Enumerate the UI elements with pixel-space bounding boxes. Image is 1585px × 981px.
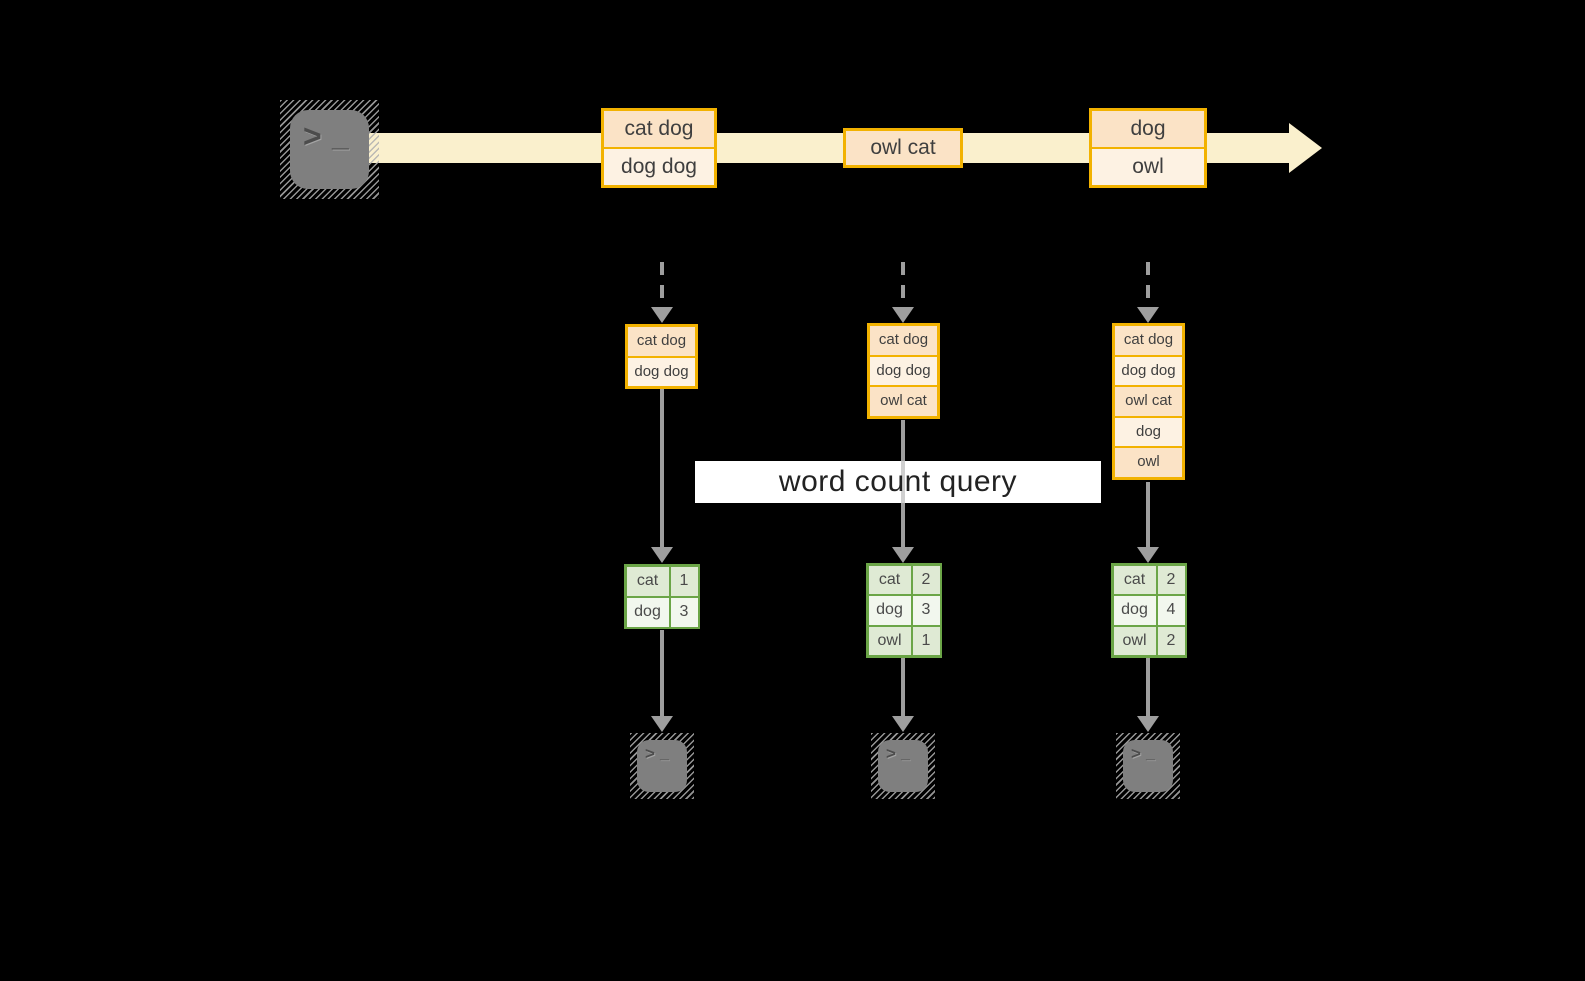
terminal-icon: > _ xyxy=(1116,733,1180,799)
terminal-prompt-glyph: > xyxy=(645,744,655,763)
arrowhead-down-icon xyxy=(892,716,914,732)
event-line: dog xyxy=(1092,111,1204,147)
batch-line: owl cat xyxy=(870,387,937,416)
terminal-body: > _ xyxy=(1123,740,1173,792)
batch-box-3: cat dog dog dog owl cat dog owl xyxy=(1112,323,1185,480)
batch-line: dog xyxy=(1115,417,1182,446)
arrowhead-down-icon xyxy=(1137,307,1159,323)
event-line: owl xyxy=(1092,149,1204,185)
batch-box-1: cat dog dog dog xyxy=(625,324,698,389)
event-line: dog dog xyxy=(604,149,714,185)
count-word: cat xyxy=(868,565,911,594)
arrowhead-down-icon xyxy=(651,307,673,323)
batch-box-2: cat dog dog dog owl cat xyxy=(867,323,940,419)
batch-line: dog dog xyxy=(1115,356,1182,385)
arrowhead-down-icon xyxy=(651,716,673,732)
count-value: 4 xyxy=(1157,596,1185,625)
count-table-2: cat 2 dog 3 owl 1 xyxy=(866,563,942,658)
dashed-arrow-line xyxy=(660,262,664,308)
terminal-prompt-glyph: > xyxy=(1131,744,1141,763)
query-banner-label: word count query xyxy=(778,465,1018,498)
terminal-cursor-glyph: _ xyxy=(660,745,669,762)
query-banner: word count query xyxy=(695,461,1101,503)
terminal-body: > _ xyxy=(878,740,928,792)
terminal-cursor-glyph: _ xyxy=(901,745,910,762)
arrow-line xyxy=(660,389,664,548)
batch-line: dog dog xyxy=(870,356,937,385)
arrowhead-down-icon xyxy=(651,547,673,563)
arrow-line xyxy=(1146,482,1150,548)
batch-line: dog dog xyxy=(628,357,695,386)
arrow-line xyxy=(660,630,664,717)
stream-event-box-3: dog owl xyxy=(1089,108,1207,188)
count-value: 1 xyxy=(670,566,698,596)
terminal-body: > _ xyxy=(637,740,687,792)
count-word: cat xyxy=(626,566,669,596)
event-line: cat dog xyxy=(604,111,714,147)
count-value: 3 xyxy=(670,597,698,627)
arrowhead-down-icon xyxy=(892,547,914,563)
count-word: dog xyxy=(868,596,911,625)
terminal-icon: > _ xyxy=(871,733,935,799)
count-table-3: cat 2 dog 4 owl 2 xyxy=(1111,563,1187,658)
dashed-arrow-line xyxy=(901,262,905,308)
count-word: cat xyxy=(1113,565,1156,594)
arrow-line xyxy=(1146,658,1150,717)
event-line: owl cat xyxy=(846,131,960,165)
terminal-prompt-glyph: > xyxy=(303,118,322,154)
batch-line: cat dog xyxy=(870,326,937,355)
count-word: dog xyxy=(626,597,669,627)
arrowhead-down-icon xyxy=(1137,716,1159,732)
count-value: 1 xyxy=(912,626,940,655)
stream-event-box-2: owl cat xyxy=(843,128,963,168)
batch-line: cat dog xyxy=(1115,326,1182,355)
terminal-body: > _ xyxy=(290,110,369,189)
terminal-prompt-glyph: > xyxy=(886,744,896,763)
arrowhead-down-icon xyxy=(1137,547,1159,563)
dashed-arrow-line xyxy=(1146,262,1150,308)
batch-line: owl xyxy=(1115,448,1182,477)
count-table-1: cat 1 dog 3 xyxy=(624,564,700,629)
count-word: owl xyxy=(868,626,911,655)
count-value: 2 xyxy=(912,565,940,594)
count-word: owl xyxy=(1113,626,1156,655)
arrow-line xyxy=(901,658,905,717)
arrowhead-down-icon xyxy=(892,307,914,323)
count-value: 2 xyxy=(1157,626,1185,655)
batch-line: owl cat xyxy=(1115,387,1182,416)
arrow-line-through-banner xyxy=(901,461,905,503)
terminal-icon: > _ xyxy=(630,733,694,799)
count-value: 3 xyxy=(912,596,940,625)
terminal-cursor-glyph: _ xyxy=(332,120,349,153)
stream-arrowhead-icon xyxy=(1289,123,1322,173)
terminal-icon: > _ xyxy=(280,100,379,199)
stream-event-box-1: cat dog dog dog xyxy=(601,108,717,188)
count-word: dog xyxy=(1113,596,1156,625)
count-value: 2 xyxy=(1157,565,1185,594)
batch-line: cat dog xyxy=(628,327,695,356)
terminal-cursor-glyph: _ xyxy=(1146,745,1155,762)
